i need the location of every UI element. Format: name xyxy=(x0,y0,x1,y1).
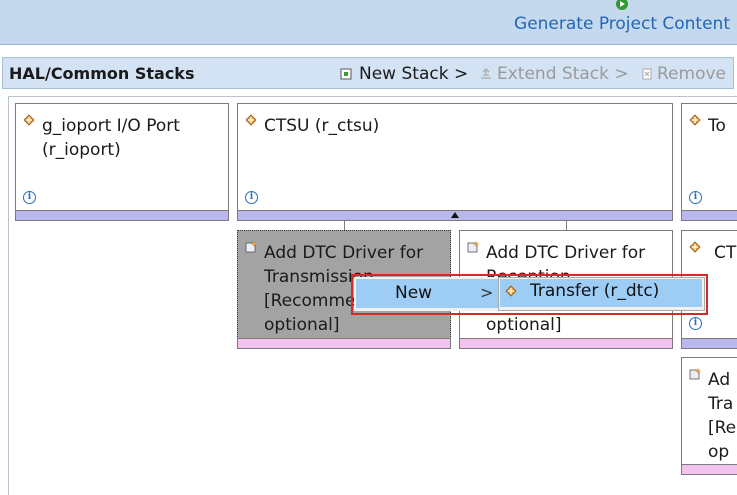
top-toolbar xyxy=(0,0,737,45)
stacks-title: HAL/Common Stacks xyxy=(9,64,195,83)
module-icon xyxy=(689,241,701,253)
module-ioport-title: g_ioport I/O Port xyxy=(42,116,180,136)
info-icon[interactable]: i xyxy=(689,317,702,330)
info-icon[interactable]: i xyxy=(689,191,702,204)
module-right-mid-title: CT xyxy=(714,243,737,263)
highlight-outline xyxy=(351,274,708,315)
module-ioport-bar xyxy=(15,210,229,221)
collapse-triangle-icon[interactable] xyxy=(451,212,459,218)
module-icon xyxy=(689,114,701,126)
stacks-header: HAL/Common Stacks New Stack > Extend Sta… xyxy=(2,57,734,89)
module-ctsu-title: CTSU (r_ctsu) xyxy=(264,116,380,136)
info-icon[interactable]: i xyxy=(245,191,258,204)
submenu-arrow-icon: > xyxy=(480,283,494,302)
module-dtc-tx-line3: [Recomme xyxy=(264,291,356,311)
remove-button[interactable]: Remove xyxy=(657,64,726,84)
run-icon[interactable] xyxy=(616,0,628,10)
module-dtc-tx-line2: Transmission xyxy=(264,267,374,287)
context-menu-new-label: New xyxy=(395,283,433,303)
module-right-top[interactable]: To i xyxy=(681,103,737,211)
module-right-bottom-line1: Ad xyxy=(708,370,731,390)
module-right-top-bar xyxy=(681,210,737,221)
new-stack-button[interactable]: New Stack > xyxy=(359,64,469,84)
module-right-top-title: To xyxy=(708,116,726,136)
extend-stack-icon xyxy=(481,68,491,79)
module-dtc-rx-bar xyxy=(459,338,673,349)
context-menu-new[interactable] xyxy=(356,279,498,308)
module-dtc-tx-bar xyxy=(237,338,451,349)
module-right-bottom-line3: [Re xyxy=(708,418,737,438)
connector-line xyxy=(344,221,345,230)
add-module-icon xyxy=(689,368,701,380)
info-icon[interactable]: i xyxy=(23,191,36,204)
remove-icon xyxy=(642,68,652,80)
module-ioport[interactable]: g_ioport I/O Port (r_ioport) i xyxy=(15,103,229,211)
new-stack-icon xyxy=(340,68,352,80)
module-right-bottom-line4: op xyxy=(708,442,730,462)
module-icon xyxy=(505,285,517,297)
module-dtc-tx-line4: optional] xyxy=(264,315,340,335)
module-right-bottom[interactable]: Ad Tra [Re op xyxy=(681,357,737,465)
module-right-mid-bar xyxy=(681,338,737,349)
module-dtc-transmission[interactable]: Add DTC Driver for Transmission [Recomme… xyxy=(237,230,451,339)
module-dtc-rx-line1: Add DTC Driver for xyxy=(486,243,646,263)
module-icon xyxy=(23,114,35,126)
add-module-icon xyxy=(467,241,479,253)
module-right-bottom-line2: Tra xyxy=(708,394,734,414)
submenu-item-transfer-label: Transfer (r_dtc) xyxy=(530,281,660,301)
module-dtc-tx-line1: Add DTC Driver for xyxy=(264,243,424,263)
module-ioport-subtitle: (r_ioport) xyxy=(42,140,121,160)
extend-stack-button[interactable]: Extend Stack > xyxy=(497,64,629,84)
module-dtc-rx-line4: optional] xyxy=(486,315,562,335)
module-icon xyxy=(245,114,257,126)
module-right-bottom-bar xyxy=(681,464,737,475)
add-module-icon xyxy=(245,241,257,253)
connector-line xyxy=(566,221,567,230)
generate-project-content-link[interactable]: Generate Project Content xyxy=(514,14,730,34)
module-ctsu[interactable]: CTSU (r_ctsu) i xyxy=(237,103,673,211)
submenu-item-transfer[interactable] xyxy=(500,279,702,307)
